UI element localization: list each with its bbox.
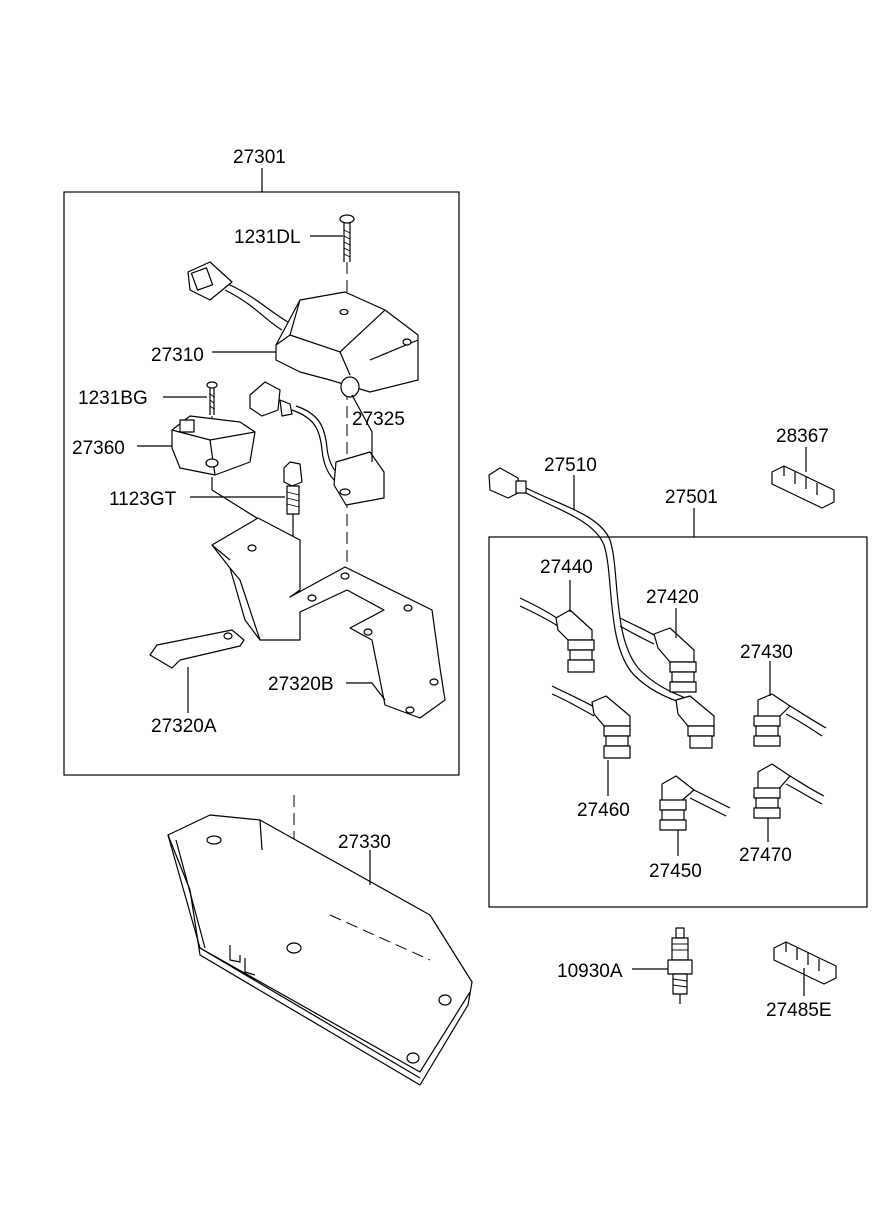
cable-27430	[753, 693, 827, 747]
label-10930a[interactable]: 10930A	[557, 961, 623, 982]
ignition-coil	[187, 261, 419, 398]
coil-cable-27510	[488, 467, 691, 706]
label-27440[interactable]: 27440	[540, 557, 593, 578]
label-27320a[interactable]: 27320A	[151, 716, 217, 737]
label-1231bg[interactable]: 1231BG	[78, 388, 148, 409]
label-27330[interactable]: 27330	[338, 832, 391, 853]
label-27320b[interactable]: 27320B	[268, 674, 334, 695]
label-27470[interactable]: 27470	[739, 845, 792, 866]
wire-assy-frame	[488, 536, 868, 908]
label-27301[interactable]: 27301	[233, 147, 286, 168]
bracket-27320a	[149, 629, 245, 669]
label-27460[interactable]: 27460	[577, 800, 630, 821]
label-27325[interactable]: 27325	[352, 409, 405, 430]
label-27430[interactable]: 27430	[740, 642, 793, 663]
clip-28367	[771, 465, 835, 509]
label-27485e[interactable]: 27485E	[766, 1000, 832, 1021]
bracket-27320b	[211, 517, 446, 719]
screw-1231bg	[206, 381, 218, 415]
label-28367[interactable]: 28367	[776, 426, 829, 447]
label-1123gt[interactable]: 1123GT	[109, 489, 177, 510]
clip-27485e	[773, 941, 837, 985]
connector-harness	[249, 381, 385, 506]
cable-27450	[659, 775, 731, 831]
label-27420[interactable]: 27420	[646, 587, 699, 608]
label-27310[interactable]: 27310	[151, 345, 204, 366]
cable-27460	[551, 685, 631, 759]
cable-27470	[753, 763, 825, 819]
cable-27420	[619, 617, 715, 749]
label-27450[interactable]: 27450	[649, 861, 702, 882]
screw-1231dl	[339, 214, 355, 262]
bolt-1123gt	[283, 461, 303, 515]
cover-27330	[167, 814, 473, 1086]
spark-plug	[667, 927, 693, 1004]
cable-27440	[519, 597, 595, 673]
ignition-module	[171, 415, 256, 476]
label-1231dl[interactable]: 1231DL	[234, 227, 301, 248]
label-27360[interactable]: 27360	[72, 438, 125, 459]
label-27501[interactable]: 27501	[665, 487, 718, 508]
label-27510[interactable]: 27510	[544, 455, 597, 476]
